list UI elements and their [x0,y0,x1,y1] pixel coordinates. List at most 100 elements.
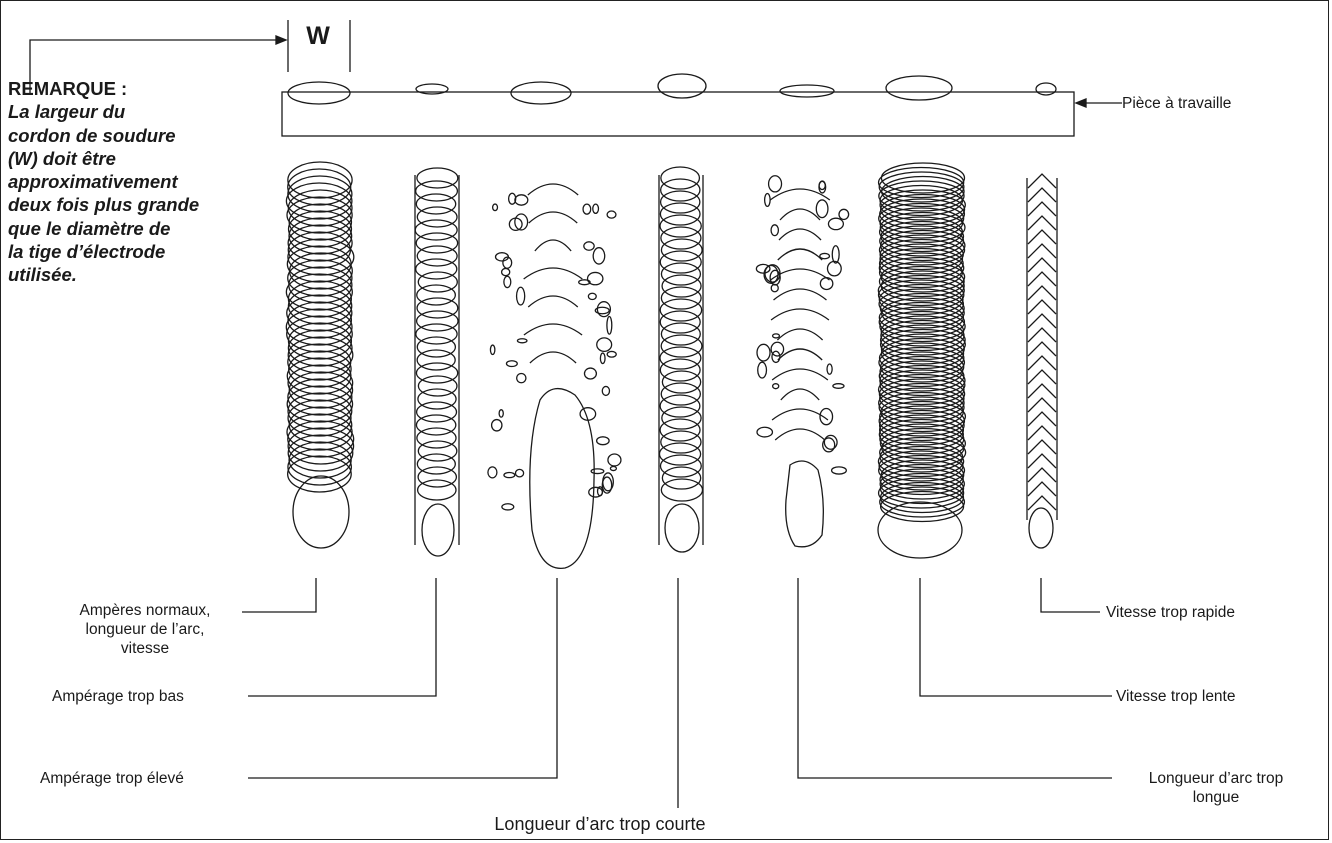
w-pointer-arrowhead [275,35,288,45]
bead-speed-slow-ripple [878,418,964,451]
bead-amp-high-spatter [601,385,611,397]
bead-speed-fast-ripple [1027,243,1057,259]
bead-arc-short-ripple [659,358,701,382]
bead-normal-ripple [288,217,353,255]
bead-arc-long-spatter [838,208,850,221]
bead-speed-slow-ripple [878,252,965,284]
bead-speed-slow-ripple [878,414,965,446]
bead-amp-high-spatter [582,203,592,215]
bead-speed-slow-ripple [879,238,964,271]
bead-normal-ripple [287,224,353,262]
bead-normal-ripple [286,294,353,332]
bead-normal-ripple [286,245,352,283]
leader-amp-high [248,578,558,779]
label-arc-long: Longueur d’arc trop longue [1116,769,1316,807]
bead-amp-high-spatter [578,279,591,286]
bead-arc-long-ripple [776,328,824,341]
bead-arc-long-spatter [770,341,785,357]
note-line: que le diamètre de [8,217,171,239]
bead-normal-ripple [287,343,352,381]
bead-amp-high-spatter [592,247,606,265]
bead-arc-long-spatter [763,264,779,284]
bead-speed-slow-ripple [879,436,967,469]
bead-amp-high-spatter [587,292,597,301]
bead-speed-slow-ripple [877,477,965,509]
bead-speed-slow-ripple [879,198,966,230]
bead-arc-long-spatter [826,363,833,375]
bead-amp-low-ripple [417,440,458,462]
bead-amp-high-spatter [498,409,504,418]
bead-arc-short-ripple [661,406,702,430]
bead-normal-ripple [287,364,354,402]
bead-normal-ripple [288,266,353,304]
bead-arc-long-crater [785,460,824,548]
bead-arc-short-ripple [659,454,702,478]
bead-speed-slow-ripple [878,454,966,487]
bead-arc-long-spatter [831,245,840,264]
bead-arc-long-spatter [819,252,831,260]
note-line: La largeur du [8,101,126,123]
bead-amp-low-ripple [416,479,457,501]
label-normal: Ampères normaux, longueur de l’arc, vite… [52,601,238,658]
bead-speed-slow-ripple [877,274,965,307]
bead-arc-short-ripple [661,274,702,298]
bead-normal-ripple [287,399,352,437]
bead-speed-fast-ripple [1027,341,1057,357]
width-symbol: W [306,22,330,50]
bead-speed-slow-ripple [879,364,966,397]
bead-speed-slow-ripple [878,180,965,212]
bead-normal-ripple [287,210,353,248]
bead-arc-long-spatter [756,426,774,438]
bead-speed-fast-ripple [1027,467,1057,483]
bead-arc-long-spatter [764,264,781,283]
bead-speed-slow-ripple [880,193,966,226]
label-normal-line: Ampères normaux, [79,602,211,619]
bead-normal-ripple [286,413,353,451]
bead-amp-high-spatter [607,453,622,467]
bead-arc-long-spatter [830,466,847,475]
bead-arc-long-ripple [779,208,821,221]
bead-amp-high-spatter [592,203,600,215]
bead-arc-short-ripple [660,262,702,286]
bead-arc-short-ripple [659,178,701,202]
bead-amp-high-spatter [516,372,527,384]
bead-speed-slow-ripple [878,405,966,437]
bead-speed-slow-ripple [879,310,966,343]
bead-arc-short-ripple [659,394,701,418]
bead-amp-high-ripple [527,183,579,196]
bead-arc-long-ripple [771,408,829,421]
bead-arc-long-ripple [777,248,823,261]
bead-arc-long-spatter [771,333,781,339]
bead-amp-low-ripple [416,297,459,319]
label-speed-fast: Vitesse trop rapide [1106,604,1235,621]
bead-amp-high-spatter [601,476,613,494]
w-pointer-line [29,39,278,95]
bead-arc-short-ripple [659,214,702,238]
bead-normal-ripple [287,322,353,360]
bead-amp-high-spatter [590,468,605,475]
bead-amp-high-spatter [503,471,516,479]
cross-section-amp-low [415,83,449,95]
note-line: (W) doit être [8,147,116,169]
bead-arc-long-spatter [822,437,836,453]
bead-amp-high-ripple [529,351,577,364]
cross-section-arc-short [657,73,707,99]
bead-speed-slow-ripple [879,292,965,325]
bead-arc-short-ripple [658,442,702,466]
bead-speed-slow-ripple [877,166,965,199]
bead-amp-high-spatter [514,213,529,231]
bead-arc-long-ripple [777,348,823,361]
bead-amp-low-ripple [415,323,458,345]
bead-amp-low-ripple [414,180,459,202]
bead-amp-high-ripple [528,211,578,224]
bead-amp-high-spatter [508,217,523,231]
bead-arc-short-ripple [659,418,701,442]
bead-arc-short-ripple [659,310,701,334]
bead-amp-high-spatter [516,338,528,344]
bead-amp-low-ripple [415,258,458,280]
bead-amp-high-spatter [596,486,604,497]
bead-speed-slow-ripple [878,387,965,419]
note-line: deux fois plus grande [8,194,200,216]
bead-speed-slow-ripple [878,391,965,424]
note-line: utilisée. [8,264,77,286]
